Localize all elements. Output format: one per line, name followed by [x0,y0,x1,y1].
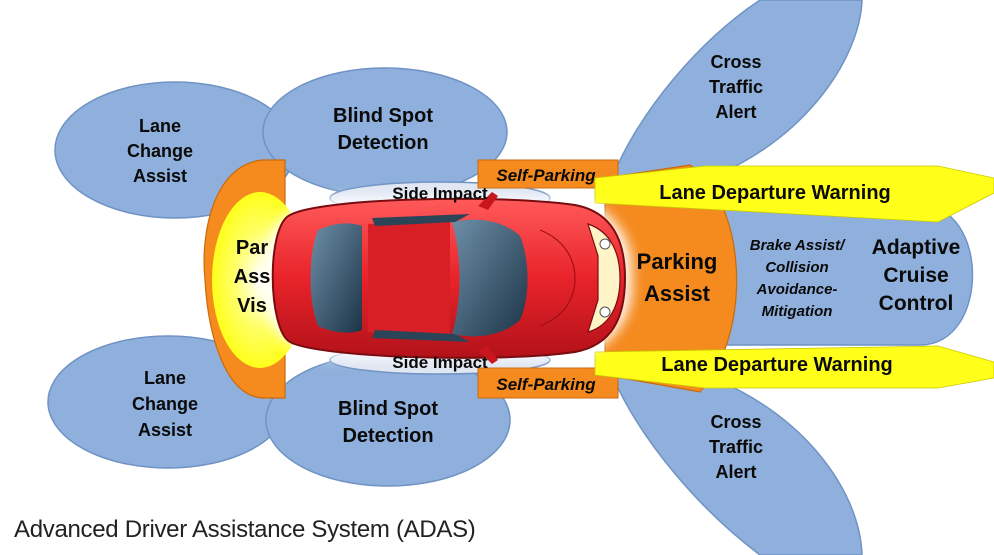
brake-assist-label: Brake Assist/ Collision Avoidance- Mitig… [750,237,846,320]
svg-text:Vis: Vis [237,295,267,317]
svg-text:Control: Control [879,292,954,315]
svg-text:Alert: Alert [715,102,756,122]
adaptive-cruise-label: Adaptive Cruise Control [872,236,961,315]
lane-departure-top-band [594,165,994,223]
svg-text:Change: Change [132,394,198,414]
svg-text:Mitigation: Mitigation [762,303,833,320]
svg-text:Collision: Collision [765,259,828,276]
svg-text:Blind Spot: Blind Spot [338,398,438,420]
svg-text:Brake Assist/: Brake Assist/ [750,237,846,254]
car-graphic [262,192,632,364]
svg-text:Change: Change [127,141,193,161]
svg-text:Blind Spot: Blind Spot [333,105,433,127]
side-impact-top-label: Side Impact [392,184,488,203]
parking-assist-rear-label: Par Ass Vis [234,237,271,317]
blind-spot-bottom-label: Blind Spot Detection [338,398,438,447]
svg-text:Avoidance-: Avoidance- [756,281,838,298]
self-parking-bottom-label: Self-Parking [496,375,596,394]
svg-text:Cross: Cross [710,412,761,432]
blind-spot-top-label: Blind Spot Detection [333,105,433,154]
svg-text:Adaptive: Adaptive [872,236,961,259]
svg-text:Par: Par [236,237,268,259]
lane-departure-bottom-band [594,345,994,389]
svg-text:Ass: Ass [234,266,271,288]
svg-text:Assist: Assist [138,420,192,440]
svg-text:Lane: Lane [144,368,186,388]
svg-text:Traffic: Traffic [709,437,763,457]
svg-text:Cross: Cross [710,52,761,72]
diagram-caption: Advanced Driver Assistance System (ADAS) [14,516,476,543]
svg-text:Detection: Detection [342,425,433,447]
svg-text:Parking: Parking [637,249,718,274]
svg-text:Traffic: Traffic [709,77,763,97]
cross-traffic-bottom-label: Cross Traffic Alert [709,412,763,482]
self-parking-top-label: Self-Parking [496,166,596,185]
cross-traffic-top-label: Cross Traffic Alert [709,52,763,122]
svg-text:Lane: Lane [139,116,181,136]
lane-departure-top-label: Lane Departure Warning [659,182,891,204]
lane-change-bottom-label: Lane Change Assist [132,368,198,440]
svg-text:Alert: Alert [715,462,756,482]
lane-departure-bottom-label: Lane Departure Warning [661,354,893,376]
lane-change-top-label: Lane Change Assist [127,116,193,186]
cross-traffic-top-zone [610,0,863,186]
svg-text:Assist: Assist [133,166,187,186]
svg-text:Cruise: Cruise [883,264,948,287]
svg-text:Assist: Assist [644,281,711,306]
parking-assist-front-label: Parking Assist [637,249,718,306]
side-impact-bottom-label: Side Impact [392,353,488,372]
svg-text:Detection: Detection [337,132,428,154]
